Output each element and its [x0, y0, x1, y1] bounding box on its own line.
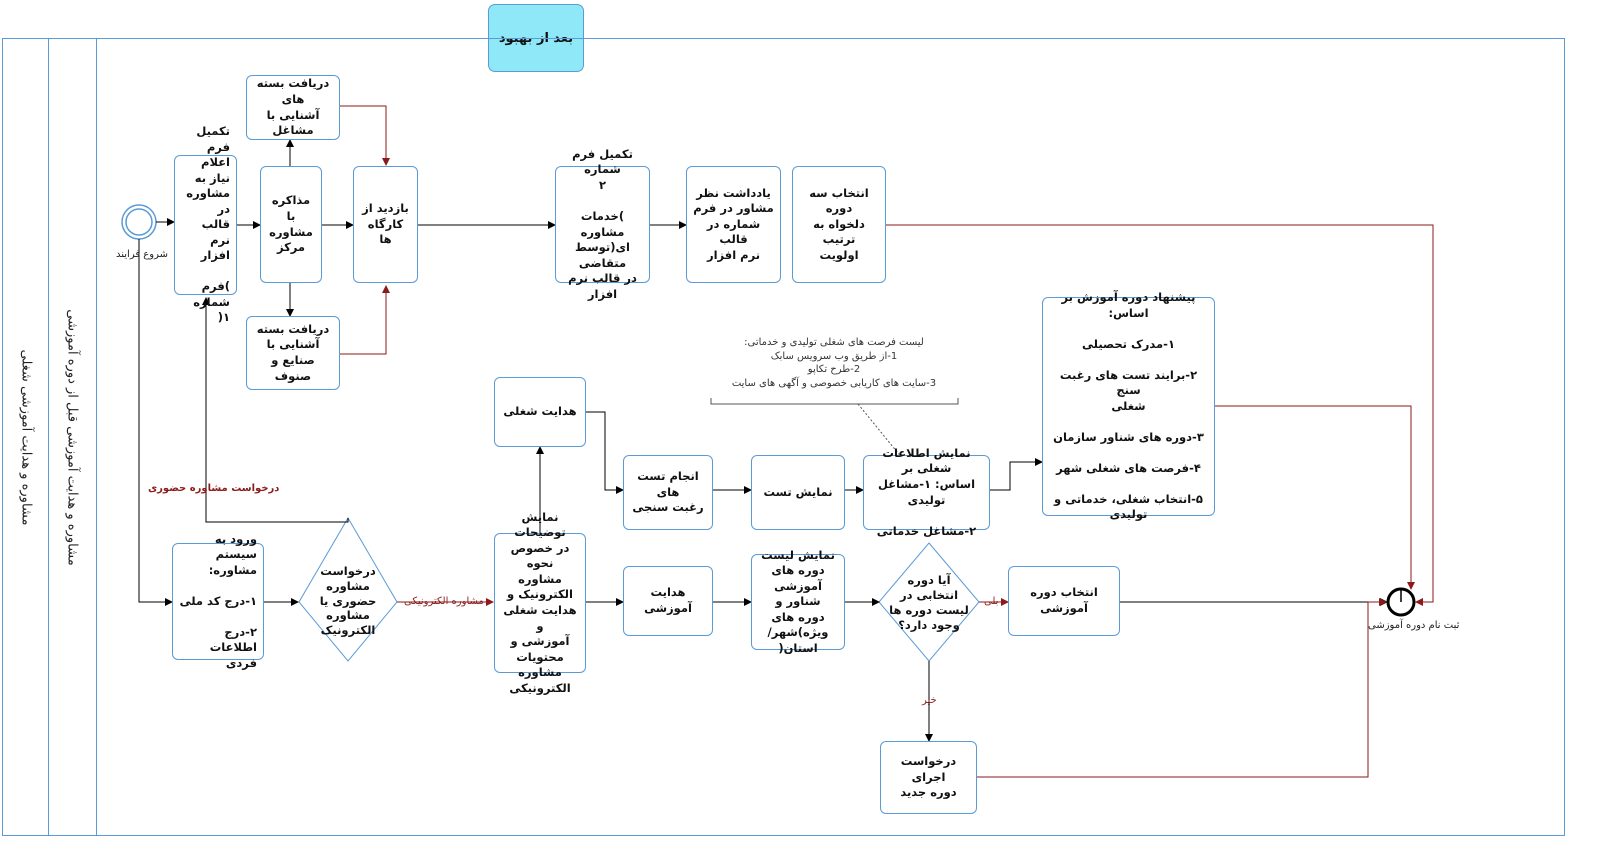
- job-opportunities-note: لیست فرصت های شغلی تولیدی و خدماتی: 1-از…: [731, 337, 937, 389]
- gateway-consult-type-label: درخواست مشاوره حضوری یا مشاوره الکترونیک: [319, 563, 377, 638]
- pool-divider: [48, 38, 49, 836]
- flow-label-in-person: درخواست مشاوره حضوری: [148, 483, 280, 494]
- task-fill-form2[interactable]: تکمیل فرم شماره ۲ )خدمات مشاوره ای(توسط …: [555, 147, 650, 301]
- task-consult-center[interactable]: مذاکره با مشاوره مرکز: [260, 166, 322, 283]
- task-show-test[interactable]: نمایش تست: [751, 455, 845, 530]
- task-suggest-course[interactable]: پیشنهاد دوره آموزش بر اساس: ۱-مدرک تحصیل…: [1042, 290, 1215, 521]
- task-edu-guidance[interactable]: هدایت آموزشی: [623, 566, 713, 636]
- start-event-label: شروع فرایند: [116, 249, 168, 260]
- flow-label-electronic: مشاوره الکترونیکی: [404, 596, 484, 607]
- task-login[interactable]: ورود به سیستم مشاوره: ۱-درج کد ملی ۲-درج…: [172, 532, 264, 670]
- task-interest-tests[interactable]: انجام تست های رغبت سنجی: [623, 455, 713, 530]
- task-job-guidance[interactable]: هدایت شغلی: [494, 377, 586, 447]
- task-choose-course[interactable]: انتخاب دوره آموزشی: [1008, 566, 1120, 636]
- task-pkg-industries[interactable]: دریافت بسته آشنایی با صنایع و صنوف: [246, 316, 340, 390]
- lane-divider: [96, 38, 97, 836]
- start-event: [121, 204, 157, 240]
- flow-label-yes: بلی: [984, 596, 999, 607]
- task-visit-workshops[interactable]: بازدید از کارگاه ها: [353, 166, 418, 283]
- task-fill-form1[interactable]: تکمیل فرم اعلام نیاز به مشاوره در قالب ن…: [174, 124, 237, 324]
- task-choose-three[interactable]: انتخاب سه دوره دلخواه به ترتیب اولویت: [792, 166, 886, 283]
- pool: [2, 38, 1565, 836]
- task-pkg-jobs[interactable]: دریافت بسته های آشنایی با مشاغل: [246, 75, 340, 140]
- task-request-new[interactable]: درخواست اجرای دوره جدید: [880, 741, 977, 814]
- task-show-job-info[interactable]: نمایش اطلاعات شغلی بر اساس: ۱-مشاغل تولی…: [863, 446, 990, 538]
- gateway-consult-type: [298, 517, 398, 662]
- flow-label-no: خیر: [922, 695, 937, 706]
- gateway-course-exists-label: آیا دوره انتخابی در لیست دوره ها وجود دا…: [889, 573, 969, 632]
- task-show-course-list[interactable]: نمایش لیست دوره های آموزشی شناور و دوره …: [751, 548, 845, 655]
- end-event: [1386, 587, 1416, 617]
- annotation-bracket: [710, 398, 959, 459]
- task-record-opinion[interactable]: یادداشت نظر مشاور در فرم شماره در قالب ن…: [686, 166, 781, 283]
- task-show-explain[interactable]: نمایش توضیحات در خصوص نحوه مشاوره الکترو…: [494, 510, 586, 695]
- end-event-label: ثبت نام دوره آموزشی: [1368, 620, 1460, 631]
